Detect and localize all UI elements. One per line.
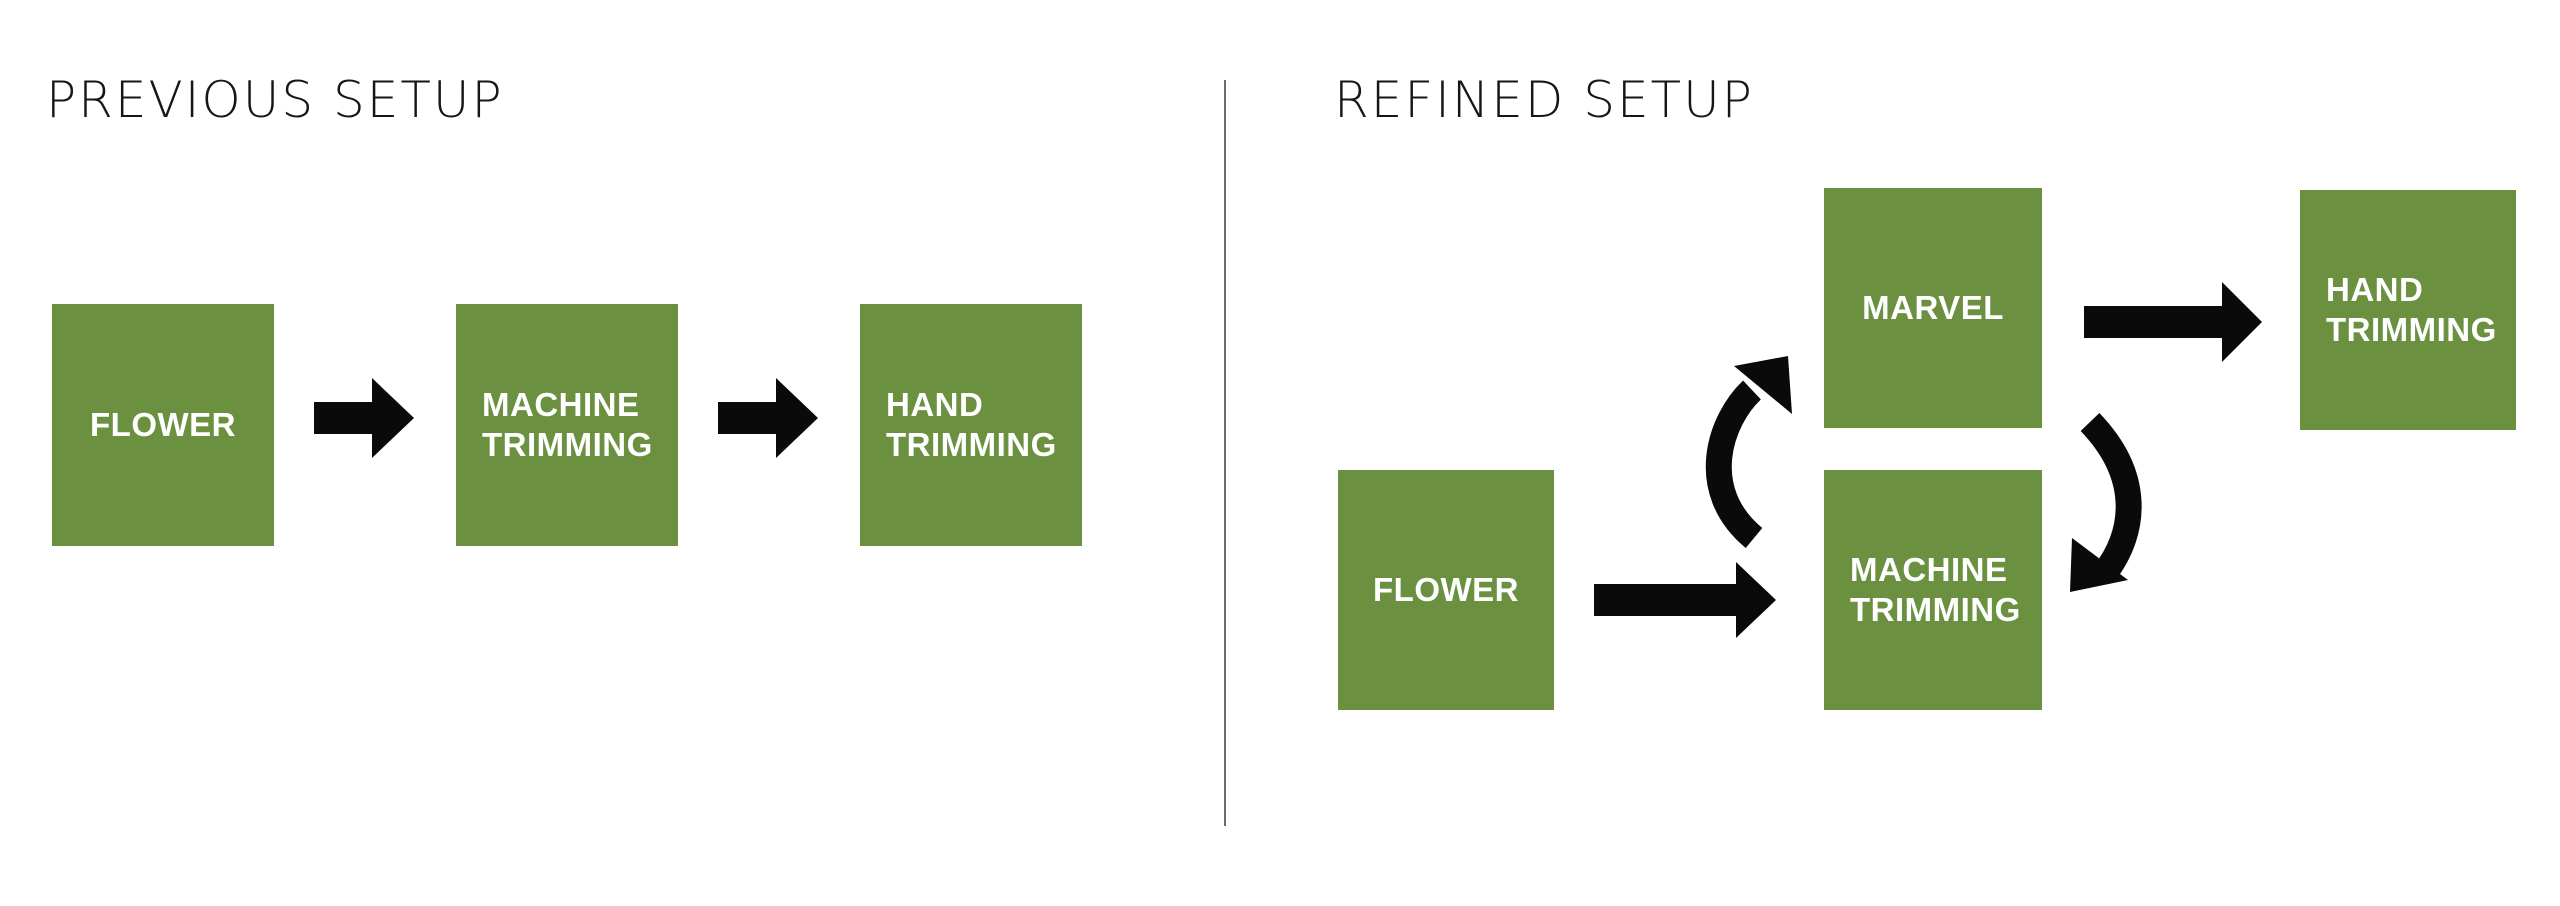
refined-machine-trimming-label: MACHINE TRIMMING: [1850, 551, 2021, 628]
curved-arrow-up-head-icon: [1734, 356, 1792, 414]
refined-hand-trimming-box: HAND TRIMMING: [2300, 190, 2516, 430]
refined-marvel-box: MARVEL: [1824, 188, 2042, 428]
section-divider: [1224, 80, 1226, 826]
arrow-right-icon: [1594, 562, 1776, 638]
refined-flower-label: FLOWER: [1373, 571, 1519, 608]
refined-flower-box: FLOWER: [1338, 470, 1554, 710]
previous-flower-box: FLOWER: [52, 304, 274, 546]
arrow-right-icon: [2084, 282, 2262, 362]
previous-machine-trimming-box: MACHINE TRIMMING: [456, 304, 678, 546]
curved-arrow-down-icon: [2080, 412, 2142, 582]
previous-hand-trimming-label: HAND TRIMMING: [886, 386, 1057, 463]
arrow-right-icon: [718, 378, 818, 458]
previous-setup-heading: PREVIOUS SETUP: [46, 71, 504, 129]
previous-flower-label: FLOWER: [90, 406, 236, 443]
refined-marvel-label: MARVEL: [1862, 289, 2004, 326]
refined-hand-trimming-label: HAND TRIMMING: [2326, 271, 2497, 348]
previous-machine-trimming-label: MACHINE TRIMMING: [482, 386, 653, 463]
refined-setup-heading: REFINED SETUP: [1334, 71, 1754, 129]
curved-arrow-up-icon: [1705, 380, 1763, 549]
curved-arrow-down-head-icon: [2070, 538, 2128, 592]
previous-hand-trimming-box: HAND TRIMMING: [860, 304, 1082, 546]
refined-machine-trimming-box: MACHINE TRIMMING: [1824, 470, 2042, 710]
arrow-right-icon: [314, 378, 414, 458]
